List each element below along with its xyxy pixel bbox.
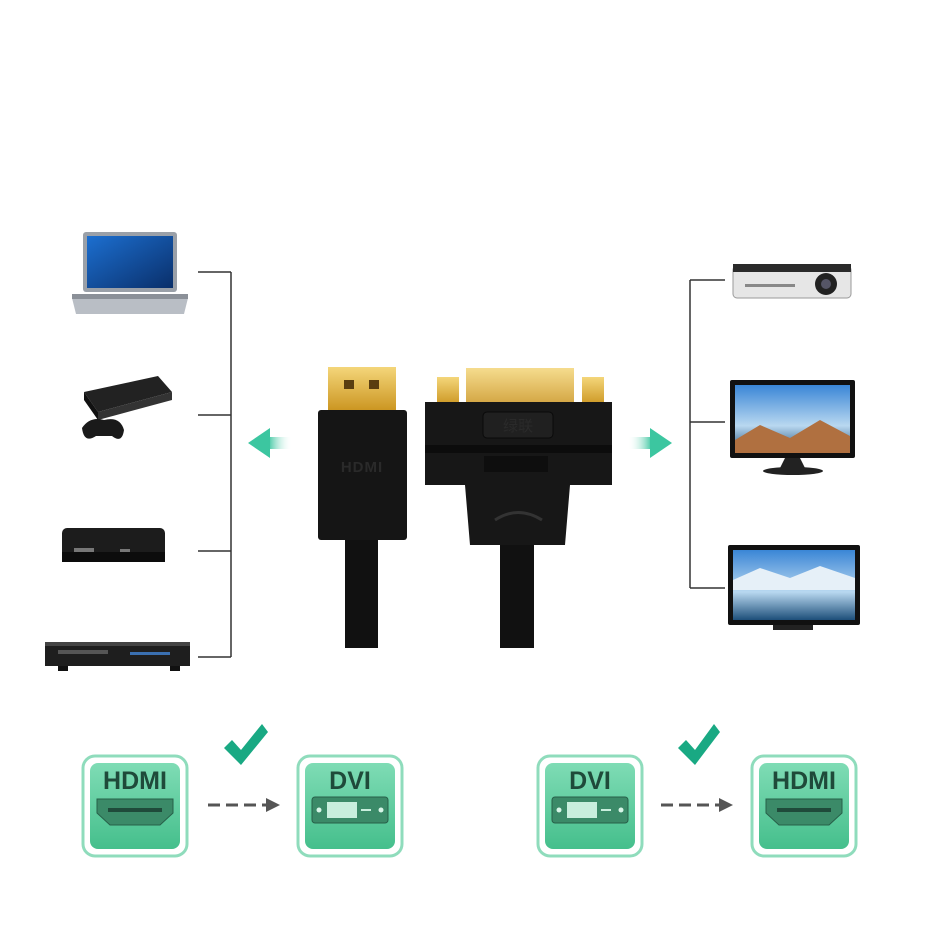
arrow-right-icon xyxy=(628,428,672,458)
badge-label: HDMI xyxy=(103,767,167,795)
brand-logo-text: 绿联 xyxy=(503,417,533,435)
monitor-icon xyxy=(730,380,855,475)
dashed-arrow-icon xyxy=(661,798,733,812)
hdmi-badge: HDMI xyxy=(81,754,189,858)
conversion-hdmi-to-dvi: HDMI DVI xyxy=(81,724,404,858)
hdmi-badge: HDMI xyxy=(750,754,858,858)
laptop-icon xyxy=(72,232,188,314)
conversion-dvi-to-hdmi: DVI HDMI xyxy=(536,724,858,858)
badge-label: HDMI xyxy=(772,767,836,795)
arrow-left-icon xyxy=(248,428,292,458)
badge-label: DVI xyxy=(569,767,611,795)
dvi-connector: 绿联 xyxy=(425,368,612,648)
badge-label: DVI xyxy=(329,767,371,795)
display-bracket xyxy=(689,279,725,589)
game-console-icon xyxy=(82,376,172,439)
checkmark-icon xyxy=(224,724,268,765)
hdmi-plug-text: HDMI xyxy=(341,459,383,476)
tv-box-icon xyxy=(62,528,165,562)
dvi-badge: DVI xyxy=(536,754,644,858)
dvd-player-icon xyxy=(45,642,190,671)
dashed-arrow-icon xyxy=(208,798,280,812)
hdmi-plug: HDMI xyxy=(318,367,407,648)
checkmark-icon xyxy=(678,724,720,765)
dvi-badge: DVI xyxy=(296,754,404,858)
projector-icon xyxy=(732,264,852,299)
tv-icon xyxy=(728,545,860,630)
source-bracket xyxy=(198,271,232,658)
